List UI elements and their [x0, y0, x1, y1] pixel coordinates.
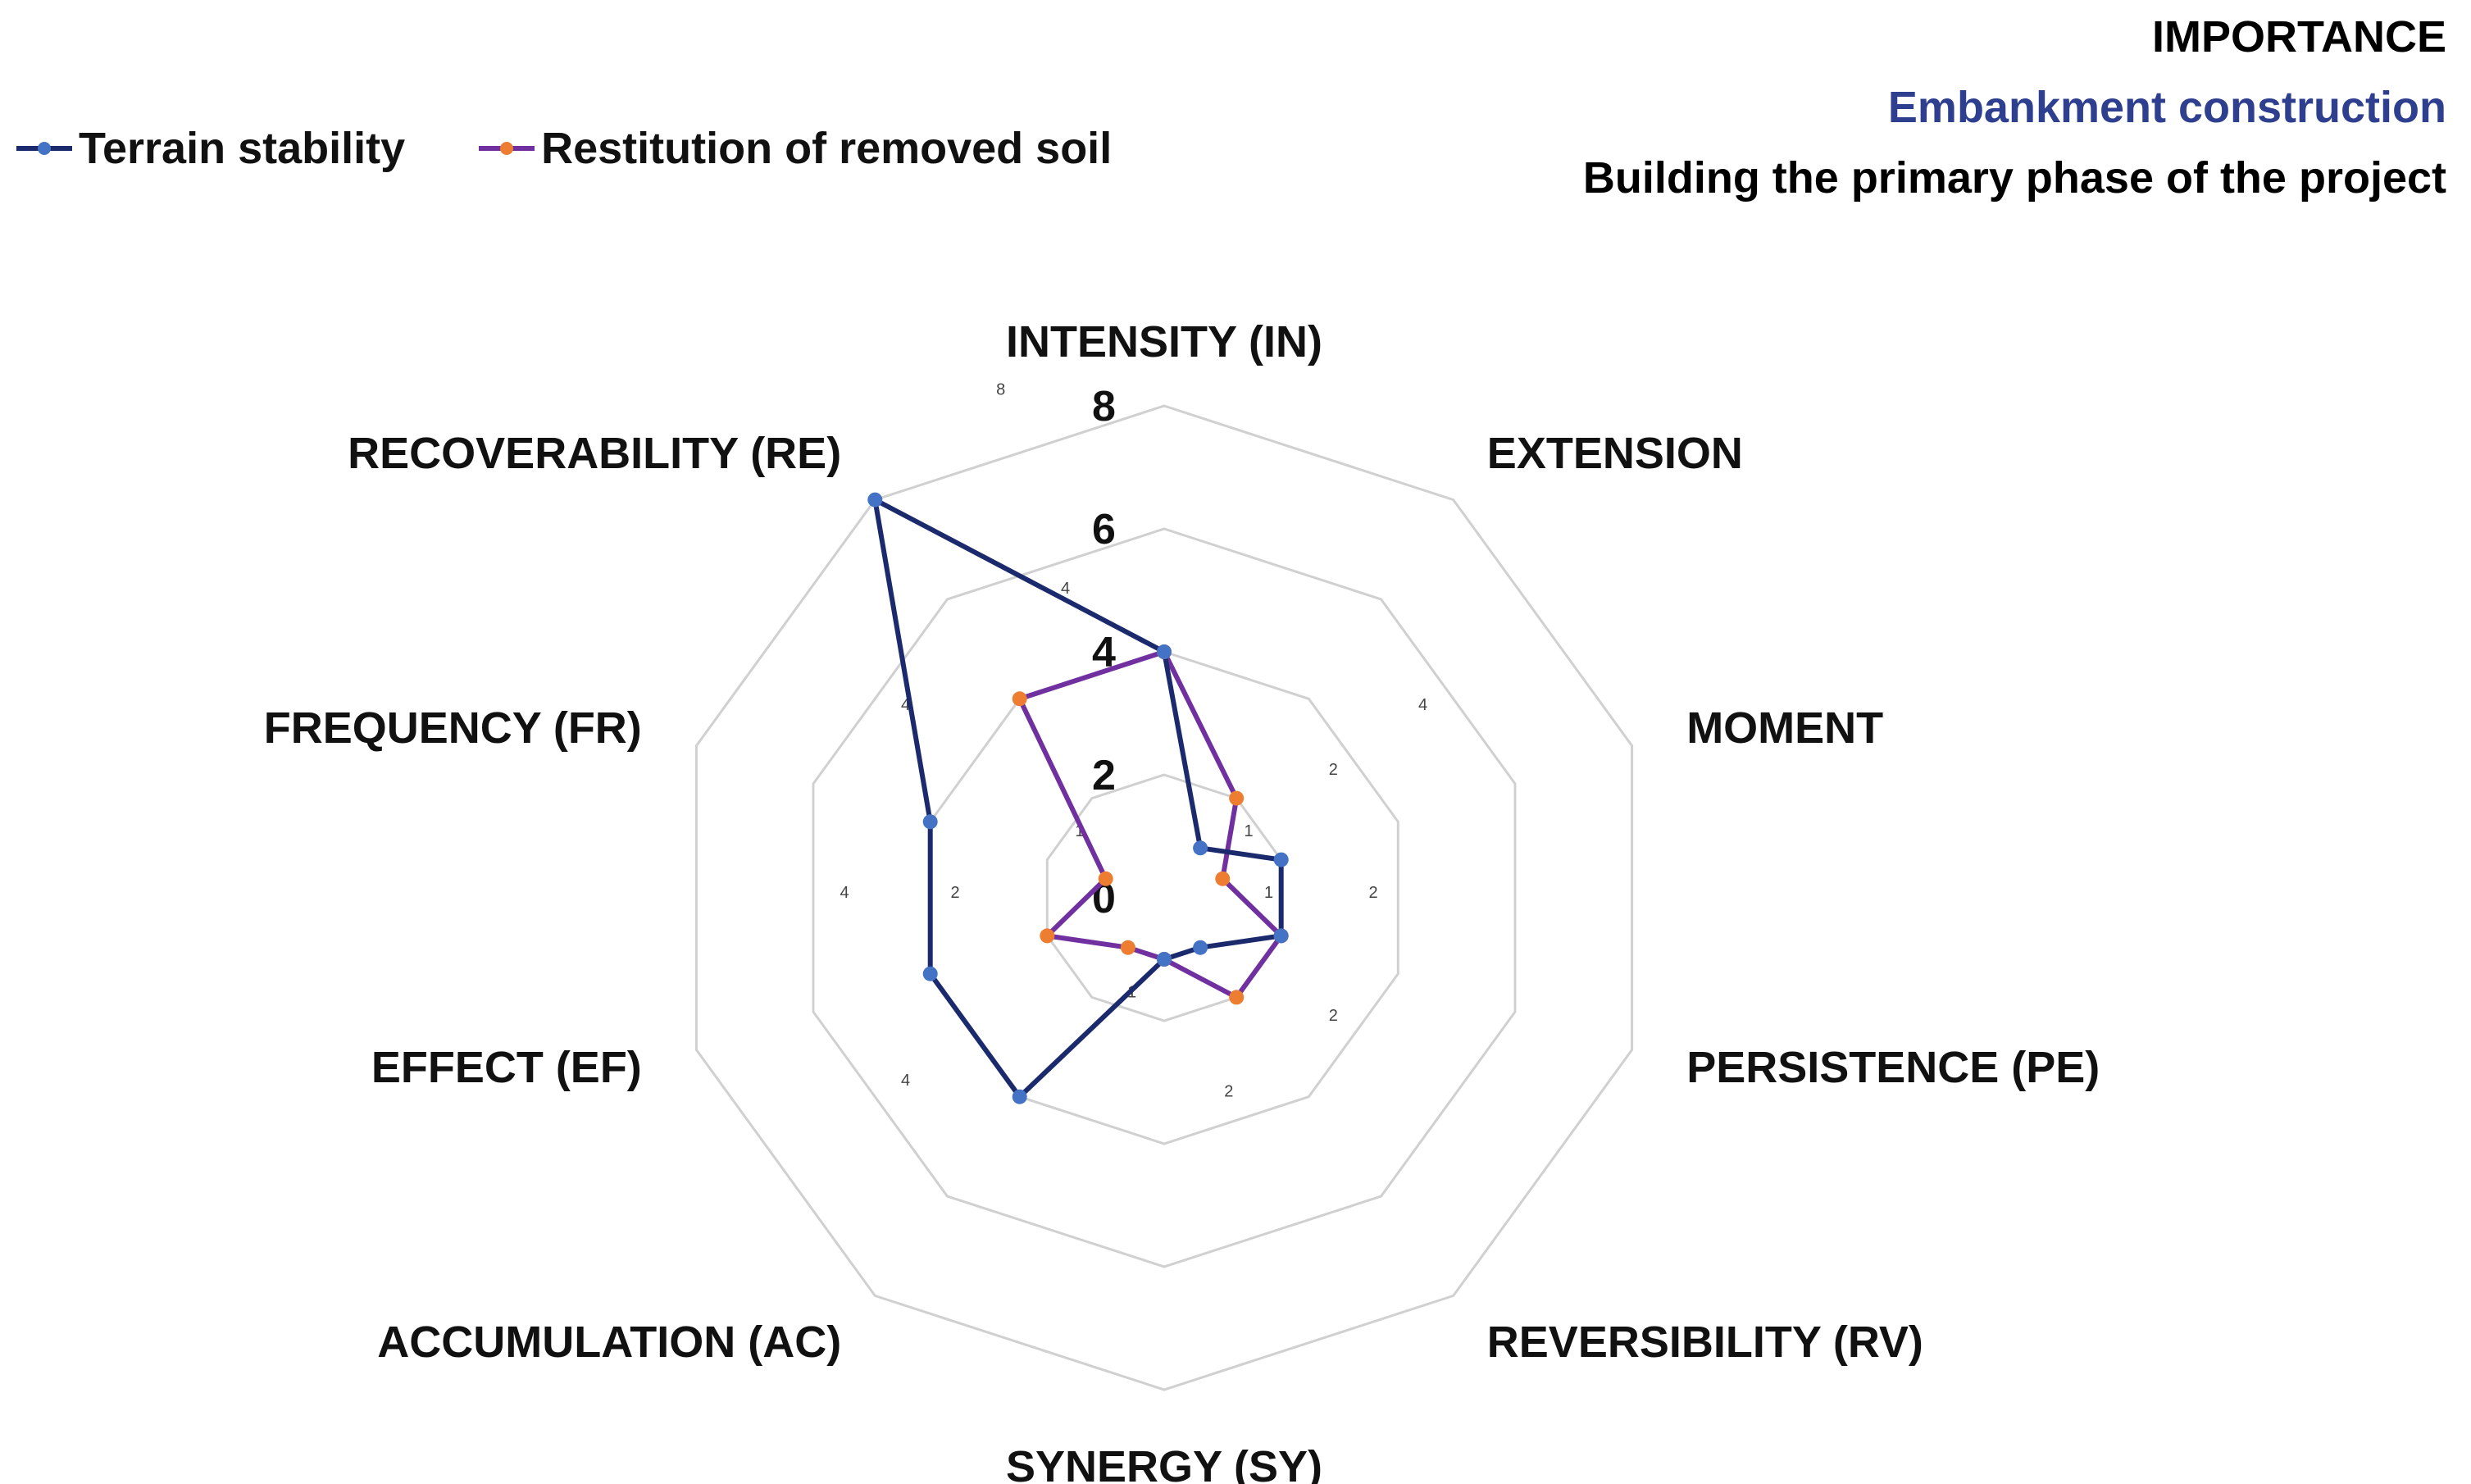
value-label-2: 1	[1245, 822, 1254, 840]
axis-label-effect-ef: EFFECT (EF)	[371, 1043, 642, 1092]
point-restitution-of-removed-soil-effect-ef	[1040, 928, 1055, 944]
legend-label-restitution: Restitution of removed soil	[541, 124, 1113, 173]
axis-label-recoverability-re: RECOVERABILITY (RE)	[348, 429, 841, 478]
series-line-terrain-stability	[872, 497, 1284, 1099]
legend-marker-terrain-stability	[38, 142, 51, 155]
axis-label-synergy-sy: SYNERGY (SY)	[1006, 1442, 1322, 1484]
point-terrain-stability-recoverability-re	[867, 492, 883, 508]
header-embankment: Embankment construction	[1887, 83, 2446, 132]
legend-marker-restitution	[500, 142, 514, 155]
point-terrain-stability-accumulation-ac	[1012, 1089, 1027, 1104]
value-label-3: 2	[1368, 884, 1377, 902]
axis-label-extension: EXTENSION	[1487, 429, 1743, 478]
value-label-5: 2	[1329, 1007, 1338, 1025]
value-label-6: 2	[1224, 1083, 1233, 1101]
value-label-14: 8	[996, 381, 1005, 399]
value-label-0: 4	[1418, 696, 1427, 714]
point-restitution-of-removed-soil-frequency-fr	[1098, 871, 1113, 886]
point-restitution-of-removed-soil-reversibility-rv	[1229, 990, 1245, 1005]
grid-ring-2	[1045, 773, 1283, 1022]
series-line-restitution-of-removed-soil	[1017, 649, 1284, 1000]
value-label-11: 4	[901, 696, 910, 714]
header-importance: IMPORTANCE	[2152, 12, 2446, 61]
value-label-13: 4	[1061, 580, 1070, 598]
tick-label-8: 8	[1092, 383, 1116, 430]
header-building-phase: Building the primary phase of the projec…	[1582, 153, 2446, 203]
point-terrain-stability-persistence-pe	[1273, 928, 1289, 944]
legend-label-terrain-stability: Terrain stability	[79, 124, 406, 173]
tick-label-2: 2	[1092, 752, 1116, 799]
grid-ring-6	[812, 527, 1517, 1268]
legend-item-terrain-stability: Terrain stability	[16, 123, 405, 174]
value-label-4: 1	[1264, 884, 1273, 902]
tick-label-6: 6	[1092, 506, 1116, 553]
value-label-9: 4	[840, 884, 849, 902]
legend-item-restitution: Restitution of removed soil	[479, 123, 1112, 174]
value-label-12: 1	[1075, 822, 1084, 840]
chart-legend: Terrain stability Restitution of removed…	[16, 123, 1185, 174]
value-label-10: 2	[950, 884, 959, 902]
point-terrain-stability-extension	[1193, 840, 1208, 856]
point-restitution-of-removed-soil-extension	[1229, 790, 1245, 806]
point-terrain-stability-synergy-sy	[1157, 952, 1172, 967]
axis-label-frequency-fr: FREQUENCY (FR)	[264, 703, 642, 753]
value-label-1: 2	[1329, 761, 1338, 779]
axis-label-accumulation-ac: ACCUMULATION (AC)	[377, 1318, 841, 1367]
grid-ring-8	[694, 404, 1634, 1391]
point-terrain-stability-effect-ef	[922, 966, 938, 981]
point-restitution-of-removed-soil-accumulation-ac	[1120, 940, 1135, 955]
axis-label-moment: MOMENT	[1686, 703, 1883, 753]
point-terrain-stability-reversibility-rv	[1193, 940, 1208, 955]
axis-label-reversibility-rv: REVERSIBILITY (RV)	[1487, 1318, 1923, 1367]
value-label-8: 4	[901, 1072, 910, 1090]
axis-label-intensity-in: INTENSITY (IN)	[1006, 317, 1322, 366]
point-terrain-stability-intensity-in	[1157, 644, 1172, 659]
legend-line-restitution	[479, 142, 535, 155]
legend-line-terrain-stability	[16, 142, 72, 155]
point-terrain-stability-moment	[1273, 852, 1289, 867]
axis-label-persistence-pe: PERSISTENCE (PE)	[1686, 1043, 2100, 1092]
point-restitution-of-removed-soil-moment	[1215, 871, 1231, 886]
grid-ring-4	[929, 650, 1399, 1145]
point-terrain-stability-frequency-fr	[922, 814, 938, 830]
point-restitution-of-removed-soil-recoverability-re	[1012, 691, 1027, 707]
